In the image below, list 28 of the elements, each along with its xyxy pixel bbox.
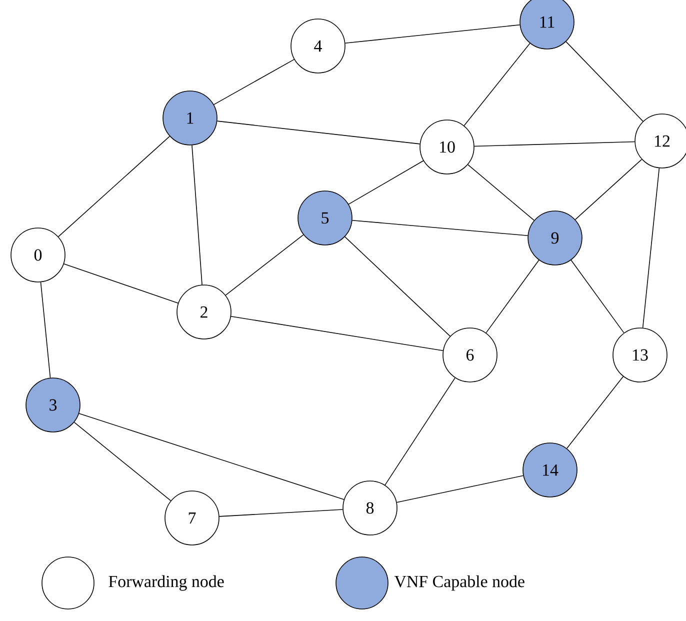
edge <box>464 43 530 126</box>
edge <box>468 164 534 221</box>
edge <box>642 168 660 328</box>
edge <box>225 234 304 296</box>
edge <box>352 220 528 236</box>
edge <box>570 260 624 334</box>
edge <box>213 59 295 105</box>
legend-label: Forwarding node <box>108 575 224 591</box>
edge <box>216 120 420 144</box>
edge <box>192 144 202 286</box>
edge <box>64 264 178 304</box>
edge <box>230 316 444 352</box>
edge <box>78 413 344 500</box>
edge <box>40 282 51 378</box>
edge <box>566 376 624 449</box>
edge <box>74 422 172 502</box>
edge <box>58 136 170 238</box>
edge <box>344 236 450 337</box>
edge <box>474 141 636 147</box>
edge <box>574 159 642 220</box>
edge <box>218 509 344 517</box>
edge <box>486 260 540 334</box>
legend-label: VNF Capable node <box>394 575 524 591</box>
edge <box>396 475 524 503</box>
edge <box>384 378 456 486</box>
edge <box>566 41 644 122</box>
edge <box>344 24 520 44</box>
edge <box>348 160 424 205</box>
